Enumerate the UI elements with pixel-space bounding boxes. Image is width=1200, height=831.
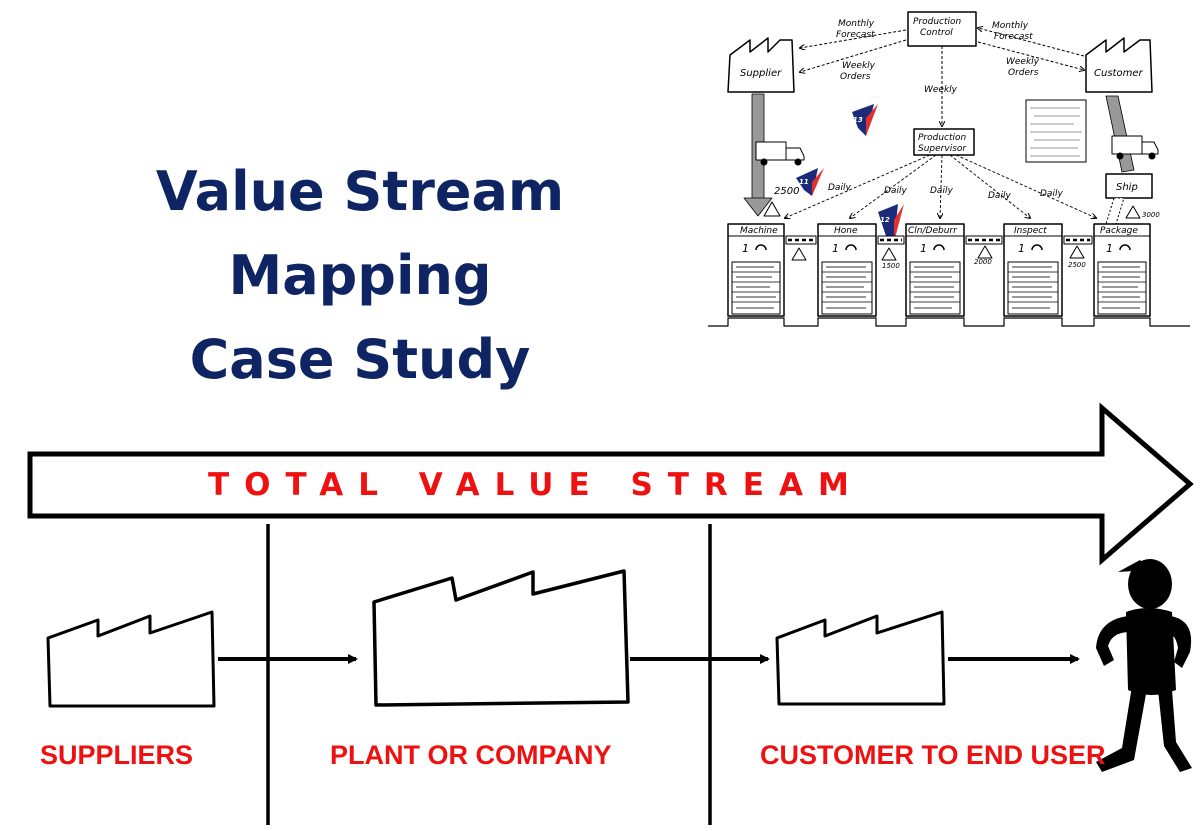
vsm-production-supervisor-box <box>913 128 975 156</box>
vsm-weekly-orders-right-1: Weekly <box>1006 57 1040 67</box>
vsm-kaizen-13: 13 <box>852 104 878 136</box>
vsm-daily-label-1: Daily <box>828 183 851 193</box>
vsm-inventory-1500: 1500 <box>882 262 900 270</box>
vsm-supplier-label: Supplier <box>740 68 782 79</box>
vsm-production-supervisor-line1: Production <box>918 133 967 143</box>
vsm-daily-label-2: Daily <box>884 186 907 196</box>
end-user-figure-icon <box>1096 559 1192 772</box>
vsm-inventory-2500b: 2500 <box>1068 261 1086 269</box>
vsm-process-hone: Hone <box>834 226 858 236</box>
vsm-inventory-3000: 3000 <box>1142 211 1160 219</box>
vsm-operator-3: 1 <box>920 242 927 255</box>
vsm-operator-2: 1 <box>832 242 839 255</box>
supplier-factory-icon <box>46 610 216 708</box>
svg-text:12: 12 <box>880 216 890 224</box>
stage-label-suppliers: SUPPLIERS <box>40 740 194 770</box>
vsm-daily-label-3: Daily <box>930 186 953 196</box>
vsm-monthly-forecast-left-1: Monthly <box>838 19 875 29</box>
vsm-supplier-factory <box>727 37 795 93</box>
customer-factory-icon <box>775 610 946 706</box>
vsm-production-control-line1: Production <box>913 17 962 27</box>
vsm-map-illustration: Supplier Customer Production Control Mon… <box>708 11 1190 327</box>
vsm-weekly-orders-left-1: Weekly <box>842 61 876 71</box>
vsm-monthly-forecast-left-2: Forecast <box>836 30 875 40</box>
vsm-production-supervisor-line2: Supervisor <box>918 144 967 154</box>
vsm-weekly-orders-left-2: Orders <box>840 72 871 82</box>
vsm-process-inspect: Inspect <box>1014 226 1047 236</box>
vsm-daily-label-5: Daily <box>1040 189 1063 199</box>
vsm-monthly-forecast-right-1: Monthly <box>992 21 1029 31</box>
title-line-1: Value Stream <box>155 160 565 223</box>
total-value-stream-arrow <box>27 402 1194 566</box>
vsm-daily-label-4: Daily <box>988 191 1011 201</box>
svg-text:11: 11 <box>799 178 809 186</box>
stage-label-plant: PLANT OR COMPANY <box>330 740 612 770</box>
vsm-process-package: Package <box>1100 226 1138 236</box>
vsm-ship-box <box>1105 173 1153 199</box>
vsm-monthly-forecast-right-2: Forecast <box>994 32 1033 42</box>
vsm-customer-factory <box>1085 37 1153 93</box>
vsm-production-control-line2: Control <box>920 28 953 38</box>
vsm-inventory-2000: 2000 <box>974 258 992 266</box>
vsm-customer-label: Customer <box>1094 68 1143 79</box>
vsm-operator-4: 1 <box>1018 242 1025 255</box>
plant-factory-icon <box>372 569 630 707</box>
title-line-2: Mapping <box>228 244 492 307</box>
total-value-stream-label: TOTAL VALUE STREAM <box>208 467 864 503</box>
vsm-customer-data-box <box>1025 99 1087 163</box>
vsm-truck-left <box>755 141 805 166</box>
vsm-operator-1: 1 <box>742 242 749 255</box>
vsm-kaizen-11: 11 <box>796 168 824 196</box>
vsm-operator-5: 1 <box>1106 242 1113 255</box>
stage-label-customer: CUSTOMER TO END USER <box>760 740 1106 770</box>
page-title: Value Stream Mapping Case Study <box>120 150 600 402</box>
vsm-truck-right <box>1111 135 1159 160</box>
vsm-process-machine: Machine <box>740 226 778 236</box>
vsm-weekly-label: Weekly <box>924 85 958 95</box>
title-line-3: Case Study <box>189 328 531 391</box>
vsm-process-cln-deburr: Cln/Deburr <box>908 226 958 236</box>
vsm-weekly-orders-right-2: Orders <box>1008 68 1039 78</box>
vsm-ship-label: Ship <box>1116 182 1138 193</box>
vsm-inventory-2500: 2500 <box>774 186 799 197</box>
vsm-timeline <box>708 317 1190 327</box>
vsm-kaizen-12: 12 <box>878 204 904 242</box>
svg-text:13: 13 <box>853 116 863 124</box>
